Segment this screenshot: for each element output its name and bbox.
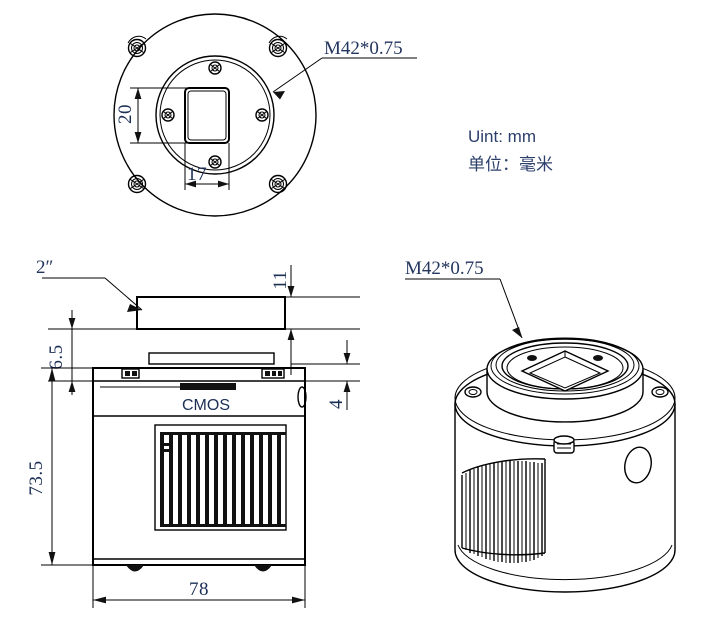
arrow-head [48, 368, 56, 381]
iso-side-port [624, 446, 652, 484]
iso-heatsink-bottom-edge [461, 547, 546, 556]
arrow-head [343, 381, 351, 392]
arrow-head [273, 91, 285, 100]
front-thread-leader [272, 57, 323, 93]
arrow-head [68, 381, 76, 392]
arrow-head [343, 353, 351, 364]
iso-sensor-aperture-inner [528, 356, 602, 389]
arrow-head [287, 286, 295, 297]
arrow-head [48, 552, 56, 565]
iso-body-bottom-arc [457, 544, 673, 581]
front-sensor-window-outer [184, 87, 230, 144]
iso-thread-label: M42*0.75 [405, 258, 484, 279]
screw-head [127, 174, 147, 194]
arrow-head [134, 132, 142, 143]
iso-pin-left [527, 355, 537, 361]
screw-head [268, 174, 288, 194]
arrow-head [127, 304, 142, 312]
side-body [92, 367, 306, 566]
side-filter-label: 2″ [36, 257, 53, 278]
iso-screw-front [553, 435, 575, 454]
iso-thread-ring-1 [490, 337, 640, 395]
front-dim17-ext [184, 143, 230, 190]
side-dim-flange-label: 4 [326, 399, 347, 409]
front-dim-vertical-label: 20 [115, 104, 136, 124]
isometric-view: M42*0.75 [405, 258, 676, 593]
iso-screw-right [651, 386, 669, 398]
arrow-head [93, 596, 106, 604]
unit-note-en: Uint: mm [468, 127, 536, 146]
side-foot-right [254, 565, 272, 572]
side-filter-leader [104, 277, 143, 311]
iso-screw-left [464, 386, 482, 398]
iso-heatsink-top-edge [461, 458, 546, 474]
side-heatsink [154, 424, 287, 531]
front-outer-screws [127, 38, 288, 194]
front-screw-fillet [268, 35, 288, 44]
front-sensor-window-inner [187, 90, 227, 141]
screw-head [268, 38, 288, 58]
iso-thread-barrel-side [486, 369, 644, 423]
side-dim-width-label: 78 [189, 579, 209, 600]
side-dim-window-label: 11 [270, 270, 291, 289]
front-outer-circle [113, 13, 317, 217]
side-sensor-label: CMOS [182, 397, 230, 414]
front-thread-label: M42*0.75 [324, 38, 403, 59]
side-filter-block [136, 296, 286, 330]
unit-note-cn: 单位：毫米 [468, 155, 553, 174]
front-flange-ring-outer [155, 55, 275, 175]
side-port-oval [297, 386, 307, 408]
front-dim-horizontal-label: 17 [187, 164, 207, 185]
arrow-head [68, 318, 76, 329]
side-heatsink-frame [154, 424, 287, 531]
iso-pin-right [593, 355, 603, 361]
screw-head [127, 38, 147, 58]
front-screw-fillet [127, 35, 147, 44]
screw-head [208, 155, 222, 169]
front-dim20-ext [130, 87, 188, 144]
arrow-head [292, 596, 305, 604]
screw-head [208, 61, 222, 75]
side-view: 2″ CMOS [26, 257, 360, 608]
screw-head [161, 108, 175, 122]
side-top-connector-left [121, 368, 140, 379]
unit-note: Uint: mm 单位：毫米 [468, 127, 553, 174]
arrow-head [218, 180, 229, 188]
arrow-head [512, 327, 522, 338]
side-foot-left [126, 565, 144, 572]
front-view: 20 17 M42*0.75 [113, 13, 417, 217]
iso-sensor-aperture [520, 350, 610, 392]
side-sensor-strip [180, 383, 236, 390]
screw-head [255, 108, 269, 122]
side-dim-height-label: 73.5 [26, 460, 47, 495]
side-dim-backfocus-label: 6.5 [46, 344, 67, 369]
side-top-connector-right [261, 368, 285, 379]
arrow-head [134, 88, 142, 99]
side-adapter-plate [148, 352, 275, 365]
front-flange-ring-inner [159, 59, 271, 171]
front-inner-screws [161, 61, 269, 169]
iso-body-side [454, 404, 676, 593]
iso-heatsink [461, 458, 546, 563]
arrow-head [287, 329, 295, 340]
arrow-head [185, 180, 196, 188]
